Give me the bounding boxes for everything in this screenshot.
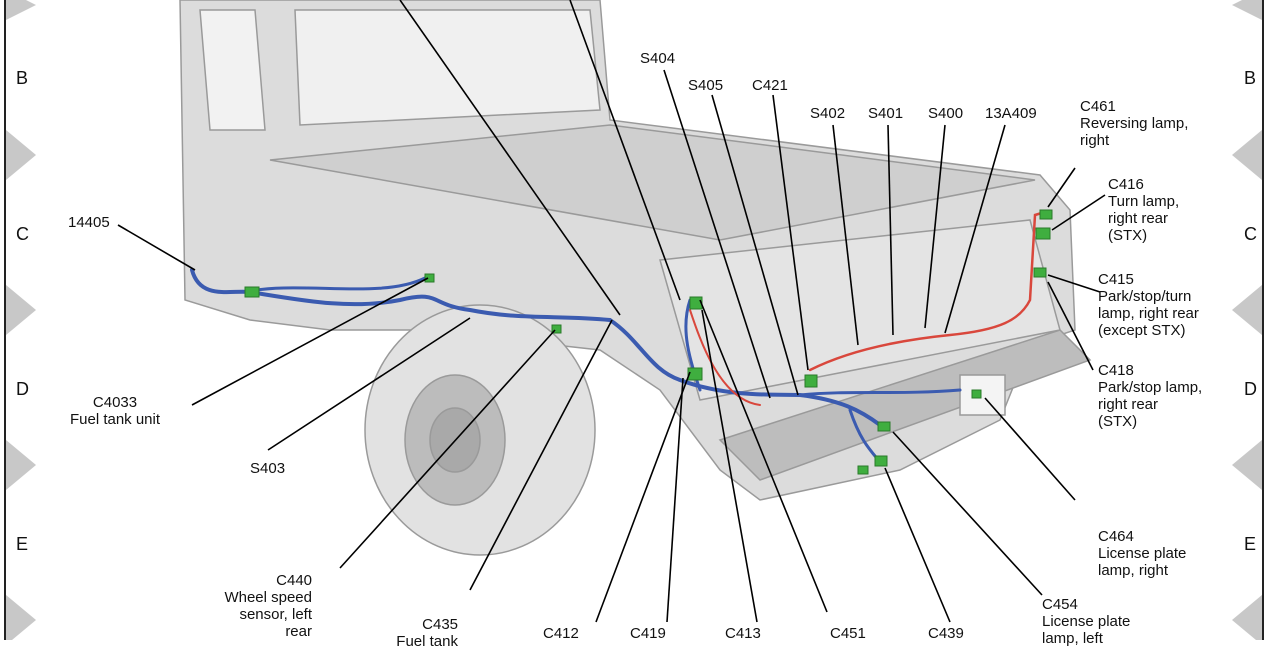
- c461-desc: right: [1080, 132, 1110, 149]
- label-s405: S405: [688, 77, 724, 94]
- label-c418: C418 Park/stop lamp, right rear (STX): [1098, 362, 1202, 430]
- label-s404: S404: [640, 50, 676, 67]
- label-c439: C439: [928, 625, 964, 642]
- grid-markers: [6, 0, 1262, 640]
- label-13a409: 13A409: [985, 105, 1037, 122]
- c415-desc: Park/stop/turn: [1098, 288, 1192, 305]
- c415-desc: (except STX): [1098, 322, 1186, 339]
- c440-desc: rear: [285, 623, 312, 640]
- c416-desc: (STX): [1108, 227, 1148, 244]
- grid-row-b-right: B: [1244, 68, 1257, 88]
- wire-harness: [190, 210, 1047, 464]
- c418-desc: right rear: [1098, 396, 1159, 413]
- label-s400: S400: [928, 105, 964, 122]
- label-c412: C412: [543, 625, 579, 642]
- label-c451: C451: [830, 625, 866, 642]
- connectors: [244, 209, 1053, 475]
- c4033-id: C4033: [92, 394, 138, 411]
- label-c461: C461 Reversing lamp, right: [1080, 98, 1188, 149]
- label-c419: C419: [630, 625, 666, 642]
- leader-lines: [117, 0, 1106, 623]
- c416-desc: right rear: [1108, 210, 1169, 227]
- grid-row-b-left: B: [16, 68, 29, 88]
- c416-id: C416: [1108, 176, 1144, 193]
- c464-desc: License plate: [1098, 545, 1187, 562]
- c461-desc: Reversing lamp,: [1080, 115, 1189, 132]
- truck-illustration: [179, 0, 1092, 556]
- c464-desc: lamp, right: [1098, 562, 1169, 579]
- label-s402: S402: [810, 105, 846, 122]
- c415-desc: lamp, right rear: [1098, 305, 1199, 322]
- label-c440: C440 Wheel speed sensor, left rear: [200, 572, 312, 640]
- c418-id: C418: [1098, 362, 1134, 379]
- label-c435: C435 Fuel tank: [360, 616, 458, 650]
- c464-id: C464: [1098, 528, 1134, 545]
- grid-row-c-right: C: [1244, 224, 1257, 244]
- c4033-desc: Fuel tank unit: [69, 411, 161, 428]
- label-c4033: C4033 Fuel tank unit: [55, 394, 175, 428]
- c440-desc: Wheel speed: [224, 589, 312, 606]
- c461-id: C461: [1080, 98, 1116, 115]
- c454-desc: License plate: [1042, 613, 1131, 630]
- label-c464: C464 License plate lamp, right: [1098, 528, 1186, 579]
- label-s403: S403: [250, 460, 286, 477]
- c416-desc: Turn lamp,: [1108, 193, 1180, 210]
- grid-row-e-left: E: [16, 534, 29, 554]
- c454-id: C454: [1042, 596, 1078, 613]
- label-14405: 14405: [68, 214, 110, 231]
- c435-desc: Fuel tank: [396, 633, 458, 650]
- grid-row-d-right: D: [1244, 379, 1257, 399]
- grid-row-e-right: E: [1244, 534, 1257, 554]
- c418-desc: Park/stop lamp,: [1098, 379, 1203, 396]
- label-c416: C416 Turn lamp, right rear (STX): [1108, 176, 1179, 244]
- grid-row-c-left: C: [16, 224, 29, 244]
- label-c421: C421: [752, 77, 788, 94]
- label-c454: C454 License plate lamp, left: [1042, 596, 1130, 647]
- c440-id: C440: [276, 572, 312, 589]
- c415-id: C415: [1098, 271, 1134, 288]
- c435-id: C435: [422, 616, 458, 633]
- c440-desc: sensor, left: [239, 606, 312, 623]
- c454-desc: lamp, left: [1042, 630, 1103, 647]
- grid-row-d-left: D: [16, 379, 29, 399]
- label-s401: S401: [868, 105, 904, 122]
- label-c415: C415 Park/stop/turn lamp, right rear (ex…: [1098, 271, 1199, 339]
- label-c413: C413: [725, 625, 761, 642]
- c418-desc: (STX): [1098, 413, 1138, 430]
